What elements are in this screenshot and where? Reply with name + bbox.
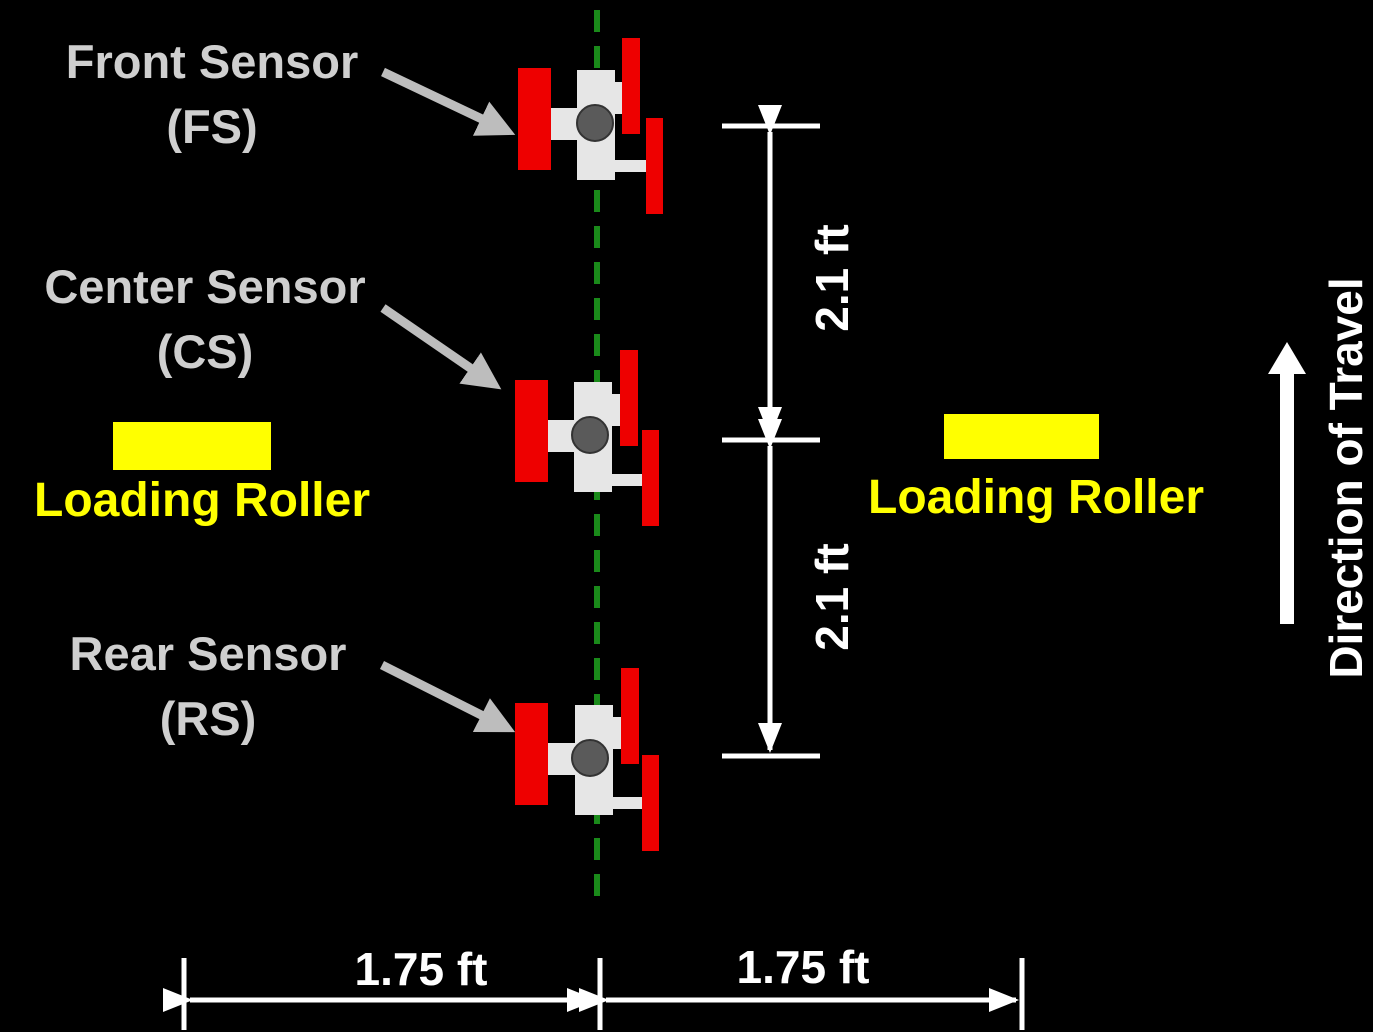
center-sensor-arrow-icon <box>380 304 502 390</box>
front-sensor-arrow-icon <box>381 67 516 136</box>
center-sensor-name: Center Sensor <box>44 260 365 313</box>
right-loading-roller <box>944 414 1099 459</box>
center-sensor <box>515 350 659 526</box>
front-sensor-abbr: (FS) <box>166 100 257 153</box>
spacing-bottom-label: 2.1 ft <box>806 543 858 650</box>
horizontal-dimension <box>163 958 1025 1030</box>
left-loading-roller <box>113 422 271 470</box>
front-sensor-name: Front Sensor <box>66 35 358 88</box>
rear-sensor-abbr: (RS) <box>160 692 257 745</box>
rear-sensor-name: Rear Sensor <box>70 627 347 680</box>
direction-label: Direction of Travel <box>1320 277 1372 678</box>
front-sensor <box>518 38 663 214</box>
rear-sensor-arrow-icon <box>379 660 516 733</box>
spacing-top-label: 2.1 ft <box>806 224 858 331</box>
offset-right-label: 1.75 ft <box>737 941 870 993</box>
right-loading-roller-label: Loading Roller <box>868 471 1204 524</box>
vertical-dimension <box>722 105 820 759</box>
center-sensor-abbr: (CS) <box>157 325 254 378</box>
direction-arrow-up-icon <box>1268 342 1306 624</box>
left-loading-roller-label: Loading Roller <box>34 474 370 527</box>
offset-left-label: 1.75 ft <box>355 943 488 995</box>
rear-sensor <box>515 668 659 851</box>
